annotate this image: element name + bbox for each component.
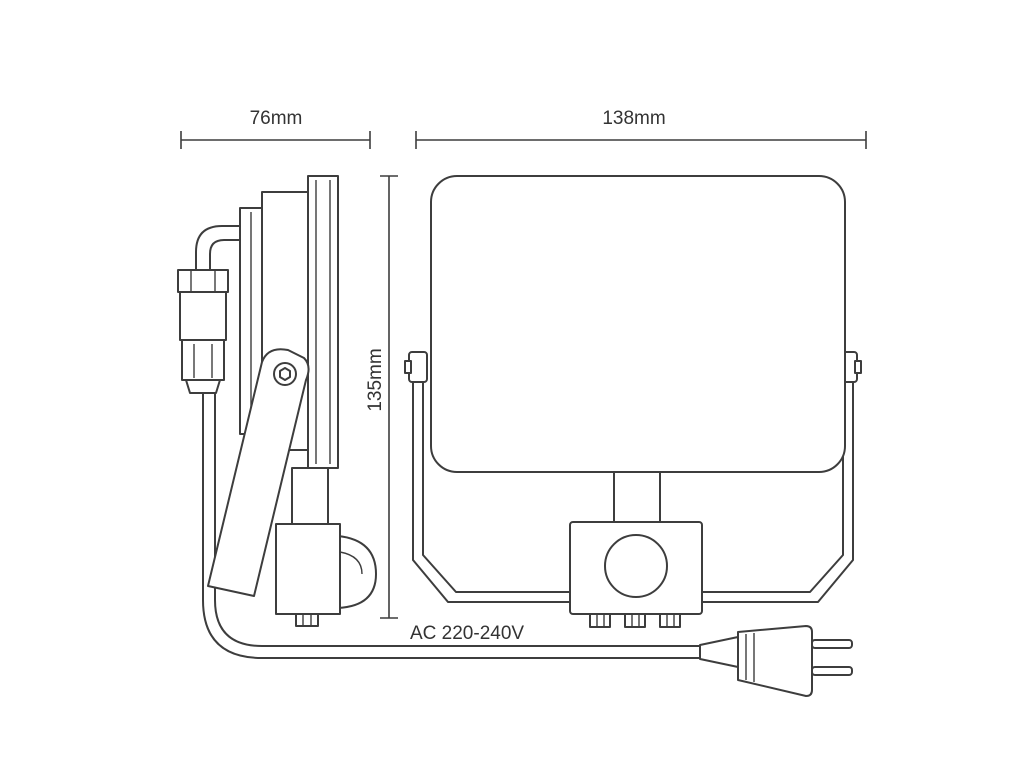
side-view — [177, 175, 703, 659]
front-view-sensor — [569, 471, 703, 628]
height-label: 135mm — [365, 348, 386, 411]
height-dimension: 135mm — [365, 175, 398, 619]
side-view-sensor — [275, 467, 377, 627]
sensor-lens-icon — [604, 534, 668, 598]
side-view-bracket-arm — [207, 348, 310, 597]
side-view-power-cable — [202, 392, 703, 659]
front-view — [404, 175, 862, 628]
voltage-label: AC 220-240V — [410, 623, 524, 644]
plug — [699, 625, 853, 697]
depth-dimension: 76mm — [180, 108, 371, 149]
width-dimension: 138mm — [415, 108, 867, 149]
depth-label: 76mm — [250, 108, 303, 129]
front-view-lamp-body — [430, 175, 846, 473]
width-label: 138mm — [602, 108, 665, 129]
side-view-cable-gland — [177, 225, 241, 394]
